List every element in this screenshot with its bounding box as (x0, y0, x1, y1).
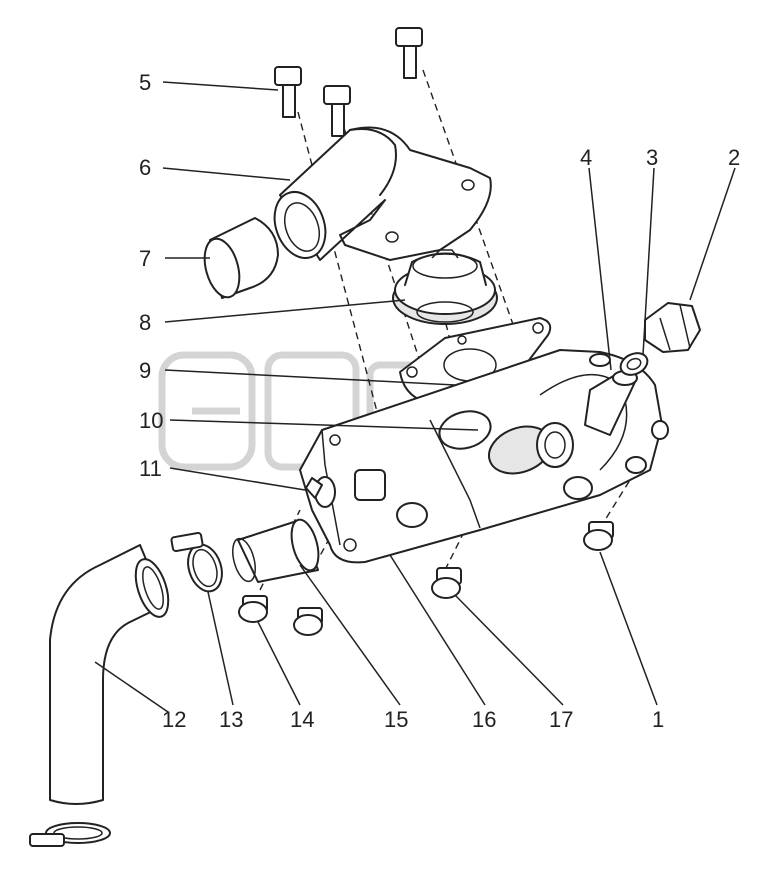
callout-1: 1 (652, 707, 664, 732)
callout-14: 14 (290, 707, 314, 732)
washer (619, 352, 649, 376)
leader-lines (94, 81, 736, 713)
fitting (584, 370, 638, 436)
plug-1 (583, 521, 614, 551)
callout-17: 17 (549, 707, 573, 732)
callout-9: 9 (139, 358, 151, 383)
callout-5: 5 (139, 70, 151, 95)
callout-13: 13 (219, 707, 243, 732)
lower-hose-clamp (29, 822, 111, 847)
pipe (232, 518, 320, 583)
callout-12: 12 (162, 707, 186, 732)
callout-10: 10 (139, 408, 163, 433)
bolt-5a (274, 66, 302, 118)
callout-3: 3 (646, 145, 658, 170)
plug-14a (238, 595, 268, 623)
hose-cap (203, 217, 279, 299)
callout-7: 7 (139, 246, 151, 271)
outlet-elbow (273, 126, 492, 261)
bolt-5c (395, 27, 423, 79)
bolt-5b (323, 85, 351, 137)
thermostat (392, 249, 498, 325)
hose (49, 544, 170, 805)
plug-14b (293, 607, 323, 636)
sensor (305, 477, 323, 499)
cap-nut (644, 302, 701, 353)
callout-labels: 5 6 7 8 9 10 11 12 13 14 15 16 17 1 4 3 … (139, 70, 740, 732)
callout-2: 2 (728, 145, 740, 170)
thermostat-housing (299, 349, 669, 564)
callout-6: 6 (139, 155, 151, 180)
callout-11: 11 (139, 456, 162, 481)
hose-clamp (170, 531, 223, 593)
callout-16: 16 (472, 707, 496, 732)
callout-4: 4 (580, 145, 592, 170)
callout-8: 8 (139, 310, 151, 335)
plug-17 (431, 567, 462, 599)
callout-15: 15 (384, 707, 408, 732)
